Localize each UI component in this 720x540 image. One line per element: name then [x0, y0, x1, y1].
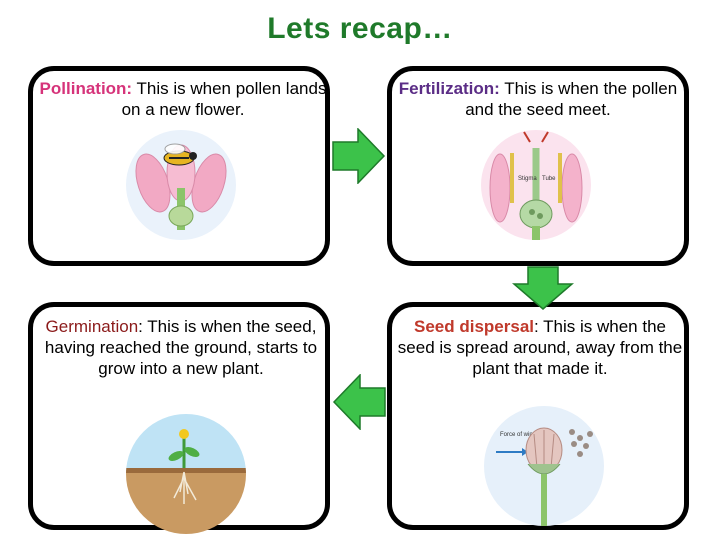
page-title: Lets recap… [267, 12, 453, 45]
germination-term: Germination [45, 317, 139, 336]
germination-illustration [126, 414, 246, 534]
fertilization-desc: This is when the pollen and the seed mee… [465, 79, 678, 119]
fertilization-text: Fertilization: This is when the pollen a… [392, 78, 684, 120]
germination-text: Germination: This is when the seed, havi… [36, 316, 326, 379]
pollination-desc: This is when pollen lands on a new flowe… [121, 79, 327, 119]
pollination-illustration [126, 130, 236, 240]
seed-dispersal-desc: : This is when the seed is spread around… [397, 317, 683, 378]
seed-dispersal-text: Seed dispersal: This is when the seed is… [394, 316, 686, 379]
arrow-down-icon [512, 266, 574, 310]
arrow-right-icon [332, 128, 386, 184]
pollination-term: Pollination: [39, 79, 133, 98]
fertilization-term: Fertilization: [398, 79, 500, 98]
pollination-text: Pollination: This is when pollen lands o… [38, 78, 328, 120]
fertilization-illustration: Stigma Tube [481, 130, 591, 240]
seed-dispersal-illustration: Force of wind [484, 406, 604, 526]
germination-desc: : This is when the seed, having reached … [44, 317, 318, 378]
stigma-label: Stigma [518, 176, 537, 182]
tube-label: Tube [542, 176, 556, 182]
arrow-left-icon [332, 374, 386, 430]
seed-dispersal-term: Seed dispersal [414, 317, 535, 336]
force-of-wind-label: Force of wind [500, 432, 536, 438]
